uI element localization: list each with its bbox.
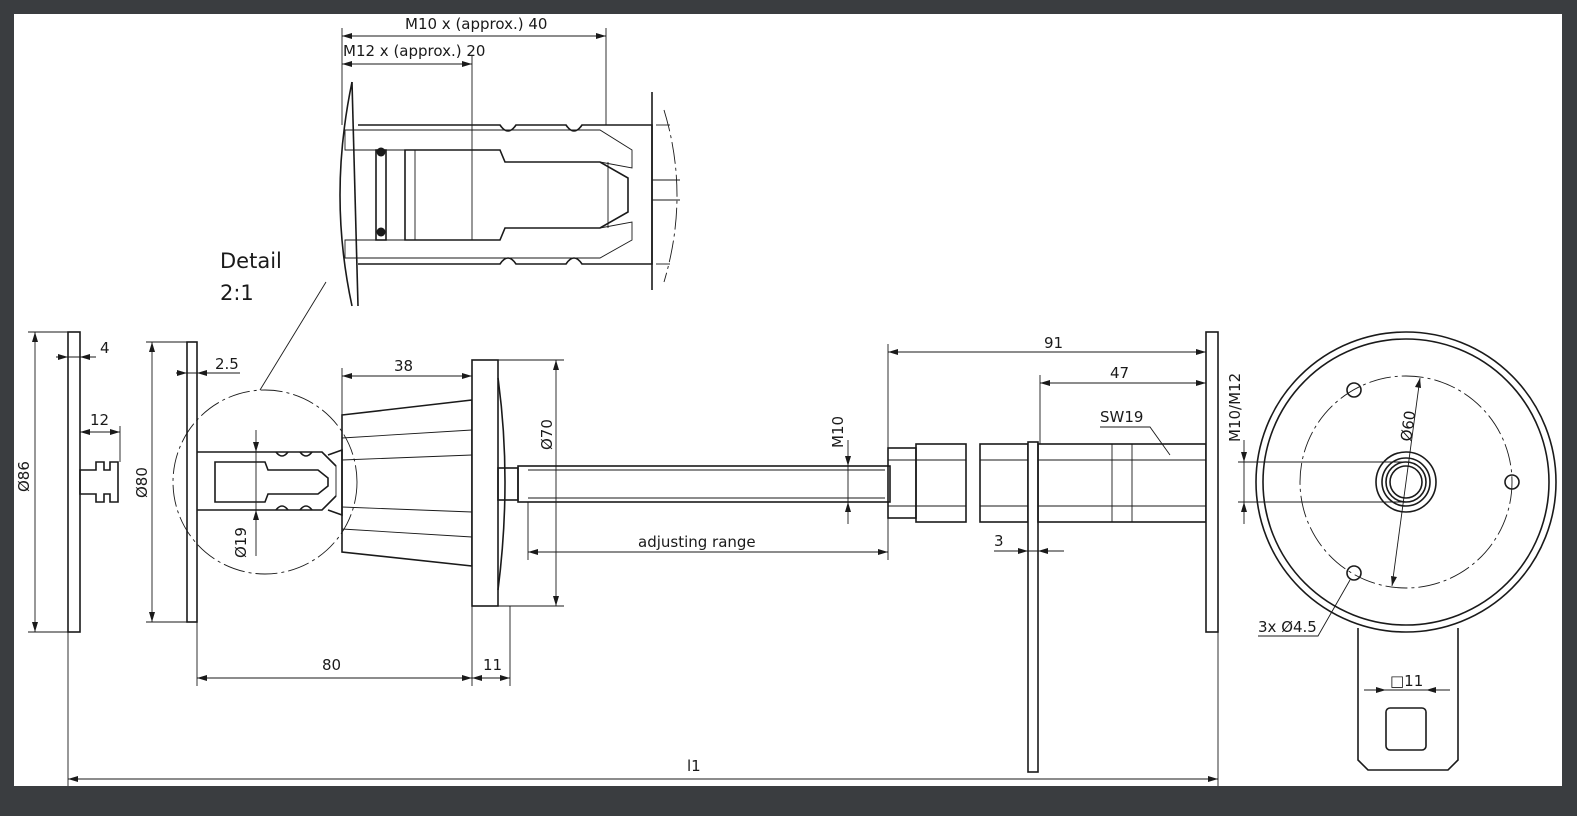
- label-t4: 4: [100, 339, 110, 357]
- label-len11: 11: [483, 656, 502, 674]
- label-t2-5: 2.5: [215, 355, 239, 373]
- label-holes: 3x Ø4.5: [1258, 618, 1317, 636]
- detail-title: Detail: [220, 249, 282, 273]
- label-t3: 3: [994, 532, 1004, 550]
- label-d80: Ø80: [133, 467, 151, 498]
- label-d12: 12: [90, 411, 109, 429]
- labels: Detail 2:1 M10 x (approx.) 40 M12 x (app…: [15, 15, 1423, 775]
- detail-view: [259, 81, 680, 391]
- label-d19: Ø19: [232, 527, 250, 558]
- label-sq11: □11: [1390, 672, 1423, 690]
- label-len47: 47: [1110, 364, 1129, 382]
- end-plate-80: [172, 341, 358, 623]
- label-adjusting-range: adjusting range: [638, 533, 756, 551]
- end-plate-86: [67, 331, 119, 633]
- arrowheads: [32, 33, 1436, 782]
- label-len80: 80: [322, 656, 341, 674]
- label-sw19: SW19: [1100, 408, 1143, 426]
- label-d70: Ø70: [538, 419, 556, 450]
- label-m12-depth: M12 x (approx.) 20: [343, 42, 485, 60]
- label-m10: M10: [829, 416, 847, 448]
- label-m10-m12: M10/M12: [1226, 373, 1244, 442]
- label-d86: Ø86: [15, 461, 33, 492]
- label-l1: l1: [687, 757, 701, 775]
- cone-adapter: [327, 359, 519, 607]
- detail-scale: 2:1: [220, 281, 254, 305]
- technical-drawing: Detail 2:1 M10 x (approx.) 40 M12 x (app…: [15, 15, 1557, 786]
- label-m10-depth: M10 x (approx.) 40: [405, 15, 547, 33]
- threaded-rod: [517, 465, 891, 503]
- hex-nuts: [887, 331, 1219, 773]
- label-len38: 38: [394, 357, 413, 375]
- drawing-sheet: Detail 2:1 M10 x (approx.) 40 M12 x (app…: [14, 14, 1562, 786]
- label-len91: 91: [1044, 334, 1063, 352]
- dimension-lines: [28, 28, 1450, 786]
- label-d60: Ø60: [1397, 409, 1419, 442]
